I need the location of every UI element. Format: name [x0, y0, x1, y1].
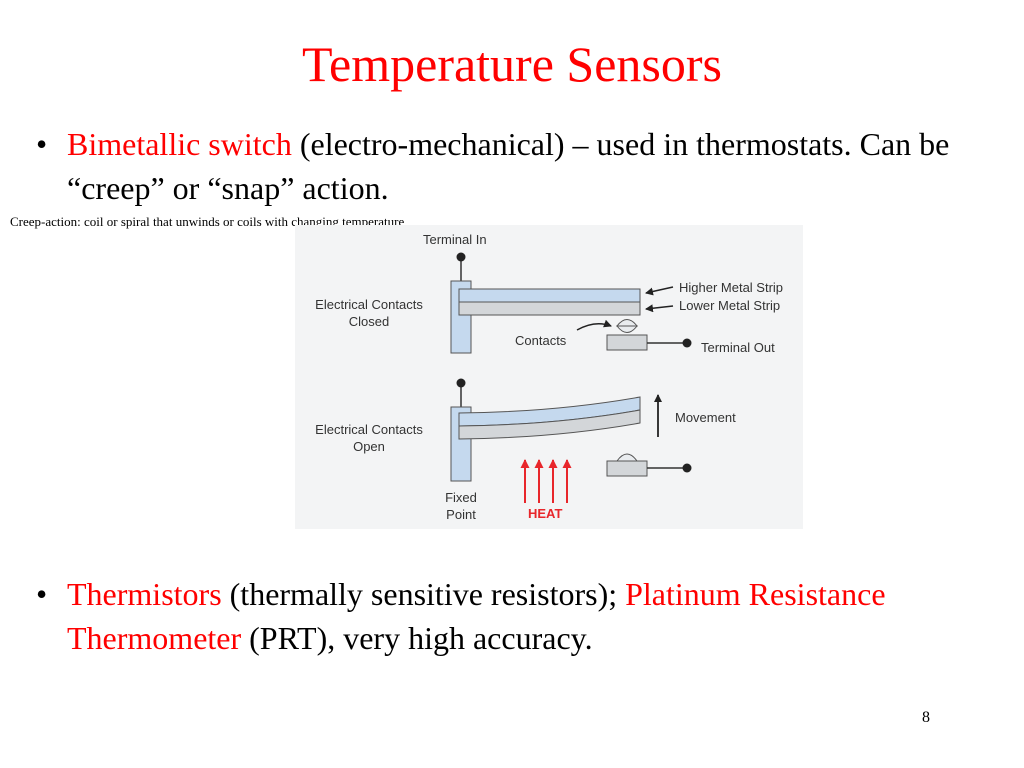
bullet-body: (electro-mechanical) – used in thermosta… — [67, 126, 950, 206]
bullet-body: (PRT), very high accuracy. — [241, 620, 593, 656]
term-platinum-resistance-thermometer: Platinum Resistance Thermometer — [67, 576, 886, 656]
bent-lower-strip — [458, 409, 641, 440]
bullet-text: Thermistors (thermally sensitive resisto… — [67, 572, 967, 660]
open-lower-contact — [616, 453, 638, 462]
lower-metal-strip-label: Lower Metal Strip — [679, 298, 781, 313]
bullet-marker: • — [36, 576, 48, 612]
terminal-in-dot-open — [456, 378, 466, 388]
diagram-drawing — [450, 252, 692, 503]
fixed-label-line: Point — [446, 507, 476, 522]
open-label-line: Open — [353, 439, 385, 454]
fixed-label-line: Fixed — [445, 490, 477, 505]
terminal-out-dot-open — [682, 463, 692, 473]
upper-contact — [615, 319, 639, 327]
fixed-point-label: Fixed Point — [431, 489, 491, 523]
bullet-body: (thermally sensitive resistors); — [221, 576, 626, 612]
contacts-pointer — [576, 319, 612, 331]
open-state-label: Electrical Contacts Open — [301, 421, 437, 455]
term-thermistors: Thermistors — [67, 576, 222, 612]
closed-state-label: Electrical Contacts Closed — [301, 296, 437, 330]
closed-label-line: Closed — [348, 314, 390, 329]
slide-title: Temperature Sensors — [302, 36, 722, 92]
contacts-label: Contacts — [515, 333, 567, 348]
higher-strip-pointer — [645, 286, 674, 296]
open-state — [450, 378, 692, 503]
term-bimetallic-switch: Bimetallic switch — [67, 126, 292, 162]
open-contact-base — [606, 460, 648, 477]
higher-metal-strip — [458, 288, 641, 303]
movement-label: Movement — [675, 410, 736, 425]
closed-state — [450, 252, 692, 354]
open-label-line: Electrical Contacts — [315, 422, 423, 437]
terminal-out-label: Terminal Out — [701, 340, 775, 355]
lower-strip-pointer — [645, 304, 674, 313]
page-number: 8 — [922, 709, 930, 726]
terminal-in-dot — [456, 252, 466, 262]
terminal-out-dot — [682, 338, 692, 348]
closed-contact-base — [606, 334, 648, 351]
heat-label: HEAT — [528, 506, 563, 521]
lower-contact — [615, 325, 639, 333]
closed-label-line: Electrical Contacts — [315, 297, 423, 312]
higher-metal-strip-label: Higher Metal Strip — [679, 280, 784, 295]
terminal-in-label: Terminal In — [423, 232, 487, 247]
bullet-text: Bimetallic switch (electro-mechanical) –… — [67, 122, 967, 210]
lower-metal-strip — [458, 301, 641, 316]
bimetallic-switch-diagram: Terminal In Electrical Contacts Closed H… — [295, 225, 803, 529]
bullet-marker: • — [36, 126, 48, 162]
